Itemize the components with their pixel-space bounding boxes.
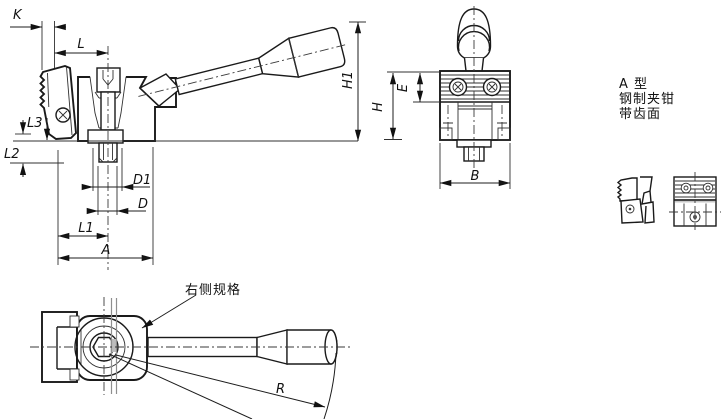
swing-arc xyxy=(323,352,337,419)
right-spec-leader xyxy=(141,294,197,329)
handle-grip xyxy=(287,26,346,78)
front-view xyxy=(439,6,511,168)
radius-line-2 xyxy=(108,353,253,419)
dim-label-k: K xyxy=(13,8,23,23)
dim-label-b: B xyxy=(471,169,480,184)
front-grip-outline xyxy=(456,8,492,59)
jaw-serration-root-line xyxy=(47,72,50,108)
front-shaft-edges xyxy=(463,57,485,72)
front-stud-thread xyxy=(468,147,480,161)
front-view-dimensions: E H B xyxy=(371,71,511,189)
variant-line-1: A 型 xyxy=(619,77,648,92)
front-screw-right xyxy=(482,77,502,97)
variant-note: A 型 钢制夹钳 带齿面 xyxy=(619,77,675,122)
right-spec-label: 右侧规格 xyxy=(185,282,241,298)
front-screw-left xyxy=(448,77,468,97)
clamping-jaw xyxy=(39,64,77,140)
dim-label-l3: L3 xyxy=(27,116,43,131)
jaw-screw-cross-icon xyxy=(58,110,68,120)
jaw-inner-line xyxy=(66,66,73,136)
top-view: 右侧规格 R xyxy=(30,282,352,419)
dim-label-l2: L2 xyxy=(4,147,20,162)
screw-head xyxy=(96,67,121,93)
variant-line-2: 钢制夹钳 xyxy=(619,92,675,107)
pocket-wall-left xyxy=(89,76,100,129)
dim-label-d1: D1 xyxy=(133,173,151,188)
dim-label-l: L xyxy=(77,37,84,52)
radius-line xyxy=(115,354,326,408)
front-corner-hatch-right xyxy=(497,127,511,141)
top-grey-detail xyxy=(110,339,117,352)
stud-thread-lines xyxy=(98,143,118,163)
front-body xyxy=(439,70,511,141)
variant-line-3: 带齿面 xyxy=(619,107,661,122)
handle-axis-centerline xyxy=(138,43,348,97)
thumbnail-front-view xyxy=(669,172,721,230)
dim-label-r: R xyxy=(276,382,285,397)
front-serration-lines xyxy=(441,74,509,100)
handle-shaft xyxy=(174,57,264,96)
thumbnail-jaw-side-view xyxy=(616,176,655,224)
dim-label-h: H xyxy=(371,102,386,112)
pocket-wall-right xyxy=(117,76,127,129)
main-view-dimensions: K L L3 L2 D1 D L1 A xyxy=(4,8,366,265)
dim-label-d: D xyxy=(138,197,148,212)
top-jaw-tab-lower xyxy=(69,368,80,381)
main-section-view xyxy=(39,26,348,270)
dim-label-l1: L1 xyxy=(78,221,94,236)
lever-handle-side xyxy=(138,26,348,97)
dim-label-a: A xyxy=(101,243,111,258)
front-corner-hatch-left xyxy=(439,127,453,141)
dim-label-e: E xyxy=(396,83,411,92)
top-jaw-tab-upper xyxy=(69,315,80,328)
front-center-block-edges xyxy=(457,102,493,140)
dim-label-h1: H1 xyxy=(341,71,356,89)
